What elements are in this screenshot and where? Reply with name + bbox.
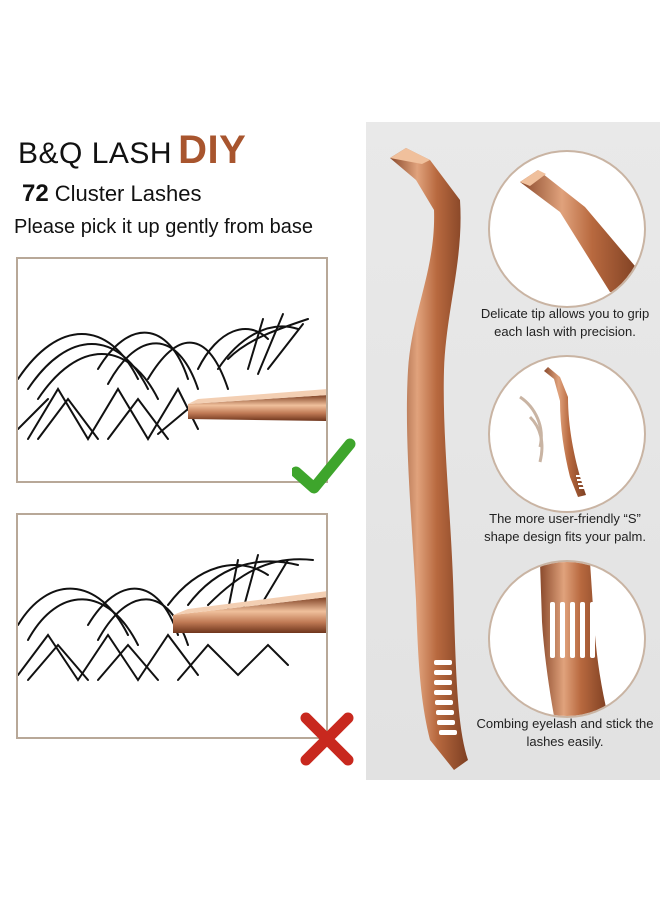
- check-mark-icon: [290, 438, 356, 499]
- usage-instruction: Please pick it up gently from base: [14, 216, 314, 238]
- product-name: Cluster Lashes: [54, 181, 202, 206]
- s-shape-tweezer-icon: [519, 367, 587, 497]
- feature-caption-comb: Combing eyelash and stick the lashes eas…: [476, 716, 654, 749]
- brand-accent: DIY: [178, 128, 247, 172]
- tweezer-product-image: [372, 140, 482, 785]
- tweezer-tip-icon: [520, 170, 640, 292]
- feature-caption-tip: Delicate tip allows you to grip each las…: [480, 306, 650, 339]
- feature-caption-shape: The more user-friendly “S” shape design …: [484, 511, 646, 544]
- comb-detail-circle: [488, 560, 646, 718]
- correct-usage-photo: [16, 257, 328, 483]
- incorrect-usage-photo: [16, 513, 328, 739]
- cross-mark-icon: [298, 710, 356, 773]
- comb-icon: [540, 562, 608, 716]
- tip-detail-circle: [488, 150, 646, 308]
- brand-name: B&Q LASH: [18, 137, 173, 170]
- s-shape-detail-circle: [488, 355, 646, 513]
- lash-count: 72: [22, 180, 49, 207]
